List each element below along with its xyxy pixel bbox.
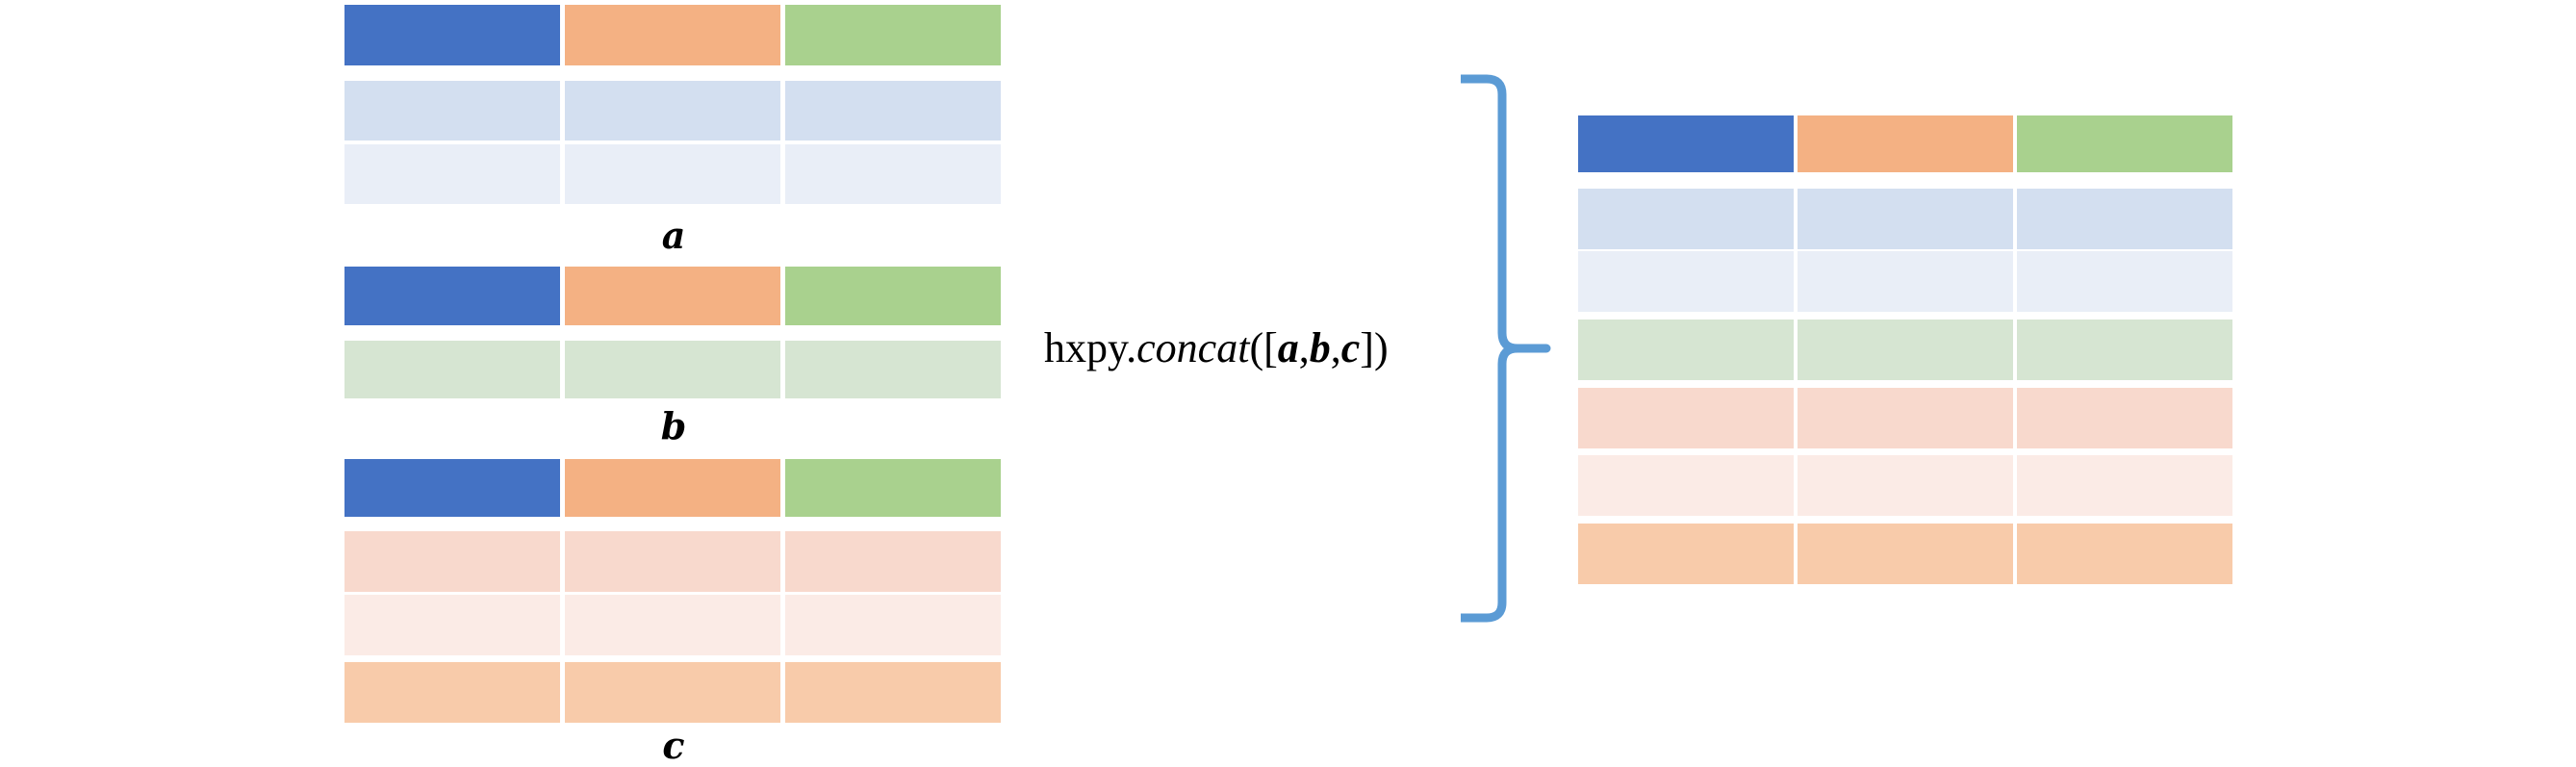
table-c-data-cell [565, 595, 780, 655]
table-c-label: c [662, 724, 685, 767]
result-header-cell [1578, 115, 1794, 172]
formula-sep-1: , [1298, 324, 1310, 371]
table-c-header-cell [785, 459, 1001, 517]
table-c-header-cell [565, 459, 780, 517]
result-data-cell [1578, 251, 1794, 312]
result-data-cell [1578, 388, 1794, 448]
table-c-data-cell [344, 531, 560, 592]
formula-arg-c: c [1340, 324, 1361, 371]
formula-arg-a: a [1277, 324, 1299, 371]
formula-function: concat [1136, 324, 1250, 371]
result-data-cell [1798, 455, 2013, 516]
result-data-cell [1798, 251, 2013, 312]
table-b-data-cell [565, 341, 780, 398]
result-data-cell [2017, 455, 2232, 516]
formula-prefix: hxpy. [1044, 324, 1137, 371]
table-b-data-cell [344, 341, 560, 398]
result-header-cell [2017, 115, 2232, 172]
table-c-data-cell [785, 531, 1001, 592]
table-b-data-cell [785, 341, 1001, 398]
table-c-data-cell [785, 595, 1001, 655]
result-data-cell [1798, 320, 2013, 380]
formula-close: ]) [1360, 324, 1389, 371]
table-a-data-cell [785, 81, 1001, 141]
formula-open: ([ [1249, 324, 1278, 371]
result-data-cell [1578, 189, 1794, 249]
table-a-data-cell [785, 144, 1001, 204]
concat-formula: hxpy.concat([a,b,c]) [1044, 327, 1389, 370]
table-c-data-cell [565, 662, 780, 723]
table-a-data-cell [565, 81, 780, 141]
brace-path [1461, 74, 1551, 623]
table-a-label: a [661, 214, 686, 257]
result-header-cell [1798, 115, 2013, 172]
table-a-header-cell [785, 5, 1001, 65]
result-data-cell [1798, 189, 2013, 249]
table-b-label: b [660, 404, 687, 447]
result-data-cell [2017, 189, 2232, 249]
table-c-data-cell [344, 595, 560, 655]
table-a-data-cell [344, 144, 560, 204]
result-data-cell [2017, 320, 2232, 380]
table-a-data-cell [565, 144, 780, 204]
result-data-cell [1798, 388, 2013, 448]
table-c-data-cell [344, 662, 560, 723]
result-data-cell [2017, 524, 2232, 584]
result-data-cell [1798, 524, 2013, 584]
formula-sep-2: , [1330, 324, 1341, 371]
result-data-cell [1578, 455, 1794, 516]
table-c-data-cell [565, 531, 780, 592]
result-data-cell [2017, 388, 2232, 448]
result-data-cell [2017, 251, 2232, 312]
table-a-header-cell [565, 5, 780, 65]
table-b-header-cell [344, 267, 560, 325]
table-a-header-cell [344, 5, 560, 65]
table-c-data-cell [785, 662, 1001, 723]
result-data-cell [1578, 320, 1794, 380]
table-b-header-cell [565, 267, 780, 325]
formula-arg-b: b [1309, 324, 1331, 371]
result-data-cell [1578, 524, 1794, 584]
table-b-header-cell [785, 267, 1001, 325]
table-c-header-cell [344, 459, 560, 517]
table-a-data-cell [344, 81, 560, 141]
